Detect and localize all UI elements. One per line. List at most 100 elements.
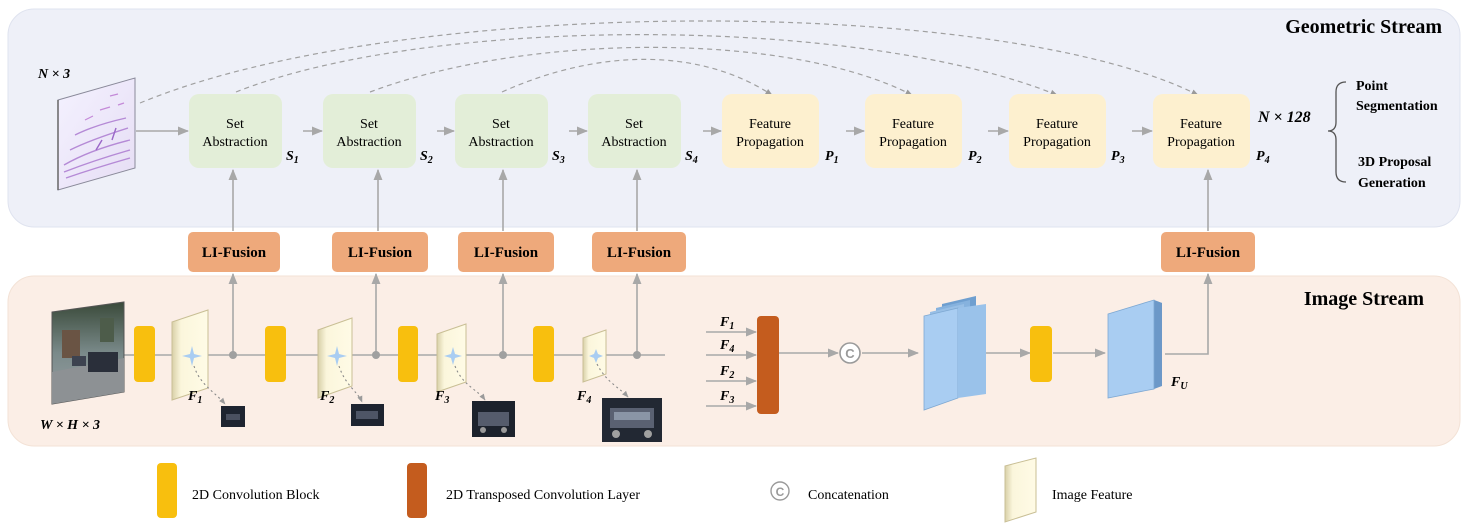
s1-label: S1 (286, 149, 299, 166)
svg-text:LI-Fusion: LI-Fusion (607, 245, 672, 261)
trans-in-f4: F4 (719, 338, 734, 355)
svg-text:Feature: Feature (749, 117, 791, 132)
svg-text:LI-Fusion: LI-Fusion (1176, 245, 1241, 261)
conv-block-3 (398, 326, 418, 382)
svg-text:Propagation: Propagation (879, 135, 947, 150)
skip-input-to-p4 (139, 20, 1199, 104)
li-fusion-4: LI-Fusion (592, 232, 686, 272)
svg-text:Feature: Feature (1036, 117, 1078, 132)
s4-label: S4 (685, 149, 698, 166)
crop-thumbnail-3 (472, 401, 515, 437)
svg-text:LI-Fusion: LI-Fusion (474, 245, 539, 261)
feature-propagation-2: Feature Propagation (865, 94, 962, 168)
svg-text:Propagation: Propagation (736, 135, 804, 150)
skip-s1-to-p3 (235, 34, 1058, 96)
p2-label: P2 (968, 149, 982, 166)
legend-transposed-swatch (407, 463, 427, 518)
feature-propagation-1: Feature Propagation (722, 94, 819, 168)
li-fusion-5: LI-Fusion (1161, 232, 1255, 272)
svg-text:C: C (776, 485, 785, 499)
concat-node: C (839, 342, 861, 364)
point-cloud-input (57, 77, 136, 191)
output-dim-label: N × 128 (1257, 109, 1311, 126)
legend-concat-label: Concatenation (808, 488, 889, 503)
set-abstraction-2: Set Abstraction (323, 94, 416, 168)
svg-text:LI-Fusion: LI-Fusion (202, 245, 267, 261)
s3-label: S3 (552, 149, 565, 166)
transposed-conv-layer (757, 316, 779, 414)
set-abstraction-1: Set Abstraction (189, 94, 282, 168)
legend-concat-symbol (770, 481, 790, 501)
feature-crop-links (193, 363, 629, 405)
skip-connections (139, 20, 1199, 104)
svg-text:Set: Set (625, 117, 643, 132)
image-up-arrows (228, 272, 1213, 355)
conv-block-1 (134, 326, 155, 382)
conv-block-2 (265, 326, 286, 382)
output-prop-line1: 3D Proposal (1358, 155, 1431, 170)
f4-label: F4 (576, 389, 591, 406)
image-feature-f4 (582, 329, 607, 383)
feature-propagation-4: Feature Propagation (1153, 94, 1250, 168)
crop-thumbnail-4 (602, 398, 662, 442)
svg-text:Abstraction: Abstraction (468, 135, 533, 150)
input-image (51, 301, 125, 405)
junction-dots (229, 351, 641, 359)
image-stream-title: Image Stream (1304, 288, 1424, 310)
conv-blocks (134, 326, 1052, 382)
li-fusion-2: LI-Fusion (332, 232, 428, 272)
image-stream-panel (7, 275, 1461, 447)
conv-block-4 (533, 326, 554, 382)
set-abstraction-3: Set Abstraction (455, 94, 548, 168)
svg-text:Propagation: Propagation (1023, 135, 1091, 150)
svg-text:Feature: Feature (892, 117, 934, 132)
trans-in-f1: F1 (719, 315, 734, 332)
output-prop-line2: Generation (1358, 176, 1426, 191)
p4-label: P4 (1256, 149, 1270, 166)
legend-conv-label: 2D Convolution Block (192, 488, 320, 503)
set-abstraction-4: Set Abstraction (588, 94, 681, 168)
svg-text:C: C (845, 346, 855, 361)
svg-text:Feature: Feature (1180, 117, 1222, 132)
trans-in-f2: F2 (719, 364, 734, 381)
crop-thumbnail-1 (221, 406, 245, 427)
p3-label: P3 (1111, 149, 1125, 166)
f3-label: F3 (434, 389, 449, 406)
legend-transposed-label: 2D Transposed Convolution Layer (446, 488, 640, 503)
fused-feature-cube (1107, 299, 1162, 399)
image-dim-label: W × H × 3 (40, 418, 100, 433)
li-fusion-3: LI-Fusion (458, 232, 554, 272)
legend-image-feature-label: Image Feature (1052, 488, 1132, 503)
legend: 2D Convolution Block 2D Transposed Convo… (157, 457, 1132, 523)
legend-conv-swatch (157, 463, 177, 518)
f1-label: F1 (187, 389, 202, 406)
transposed-input-arrows (706, 327, 758, 411)
skip-s2-to-p2 (369, 46, 913, 96)
points-dim-label: N × 3 (37, 67, 70, 82)
image-feature-f1 (171, 309, 209, 401)
svg-text:Abstraction: Abstraction (336, 135, 401, 150)
svg-text:Set: Set (492, 117, 510, 132)
output-seg-line2: Segmentation (1356, 99, 1438, 114)
concat-feature-stack (923, 296, 986, 411)
crop-thumbnail-2 (351, 404, 384, 426)
legend-image-feature-swatch (1004, 457, 1037, 523)
skip-s3-to-p1 (501, 58, 773, 96)
li-fusion-1: LI-Fusion (188, 232, 280, 272)
svg-text:Propagation: Propagation (1167, 135, 1235, 150)
p1-label: P1 (825, 149, 839, 166)
fusion-up-arrows (228, 168, 1213, 231)
output-seg-line1: Point (1356, 79, 1388, 94)
conv-block-5 (1030, 326, 1052, 382)
image-feature-f3 (436, 323, 467, 393)
trans-in-f3: F3 (719, 389, 734, 406)
s2-label: S2 (420, 149, 433, 166)
geometric-stream-title: Geometric Stream (1285, 16, 1442, 38)
image-feature-f2 (317, 317, 353, 399)
feature-propagation-3: Feature Propagation (1009, 94, 1106, 168)
svg-text:Abstraction: Abstraction (601, 135, 666, 150)
f2-label: F2 (319, 389, 334, 406)
fu-label: FU (1170, 375, 1188, 392)
